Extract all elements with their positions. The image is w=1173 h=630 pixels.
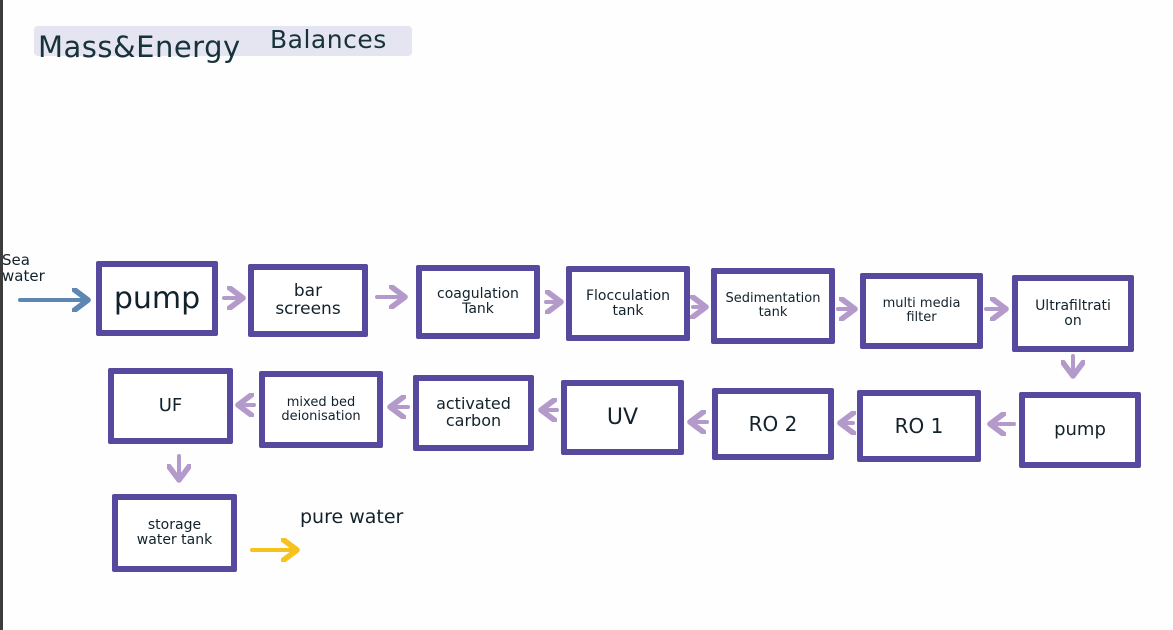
coagulation-tank-box: coagulation Tank (416, 265, 540, 339)
uv-label: UV (606, 404, 639, 430)
mixed-bed-deionisation-box: mixed bed deionisation (259, 371, 383, 448)
mixed-bed-deionisation-label: mixed bed deionisation (281, 394, 361, 424)
flocculation-tank-box: Flocculation tank (566, 266, 690, 341)
pump-label: pump (113, 280, 201, 316)
ultrafiltration-box: Ultrafiltrati on (1012, 275, 1134, 352)
sea-water-label: Sea water (2, 251, 45, 285)
title-highlight (34, 26, 412, 56)
flocculation-tank-label: Flocculation tank (585, 287, 671, 319)
multimedia-filter-box: multi media filter (860, 273, 983, 349)
title-balances: Balances (270, 25, 387, 54)
sedimentation-tank-box: Sedimentation tank (711, 268, 835, 344)
storage-water-tank-label: storage water tank (136, 517, 213, 548)
coagulation-tank-label: coagulation Tank (437, 286, 519, 317)
ro1-box: RO 1 (857, 390, 981, 462)
pump-2-label: pump (1054, 418, 1106, 440)
pump-2-box: pump (1019, 392, 1141, 468)
ro2-label: RO 2 (748, 411, 798, 436)
storage-water-tank-box: storage water tank (112, 494, 237, 572)
ro1-label: RO 1 (894, 413, 944, 438)
bar-screens-box: bar screens (248, 264, 368, 337)
uf-box: UF (108, 368, 233, 444)
pure-water-label: pure water (300, 506, 404, 528)
sedimentation-tank-label: Sedimentation tank (725, 291, 821, 320)
window-left-edge (0, 0, 3, 630)
activated-carbon-box: activated carbon (413, 375, 534, 451)
ro2-box: RO 2 (712, 388, 834, 460)
activated-carbon-label: activated carbon (436, 394, 511, 430)
pump-box: pump (96, 261, 218, 336)
uv-box: UV (561, 380, 684, 455)
multimedia-filter-label: multi media filter (882, 296, 961, 325)
ultrafiltration-label: Ultrafiltrati on (1035, 297, 1111, 329)
bar-screens-label: bar screens (275, 280, 341, 319)
title-mass-energy: Mass&Energy (38, 30, 241, 64)
uf-label: UF (158, 394, 183, 416)
